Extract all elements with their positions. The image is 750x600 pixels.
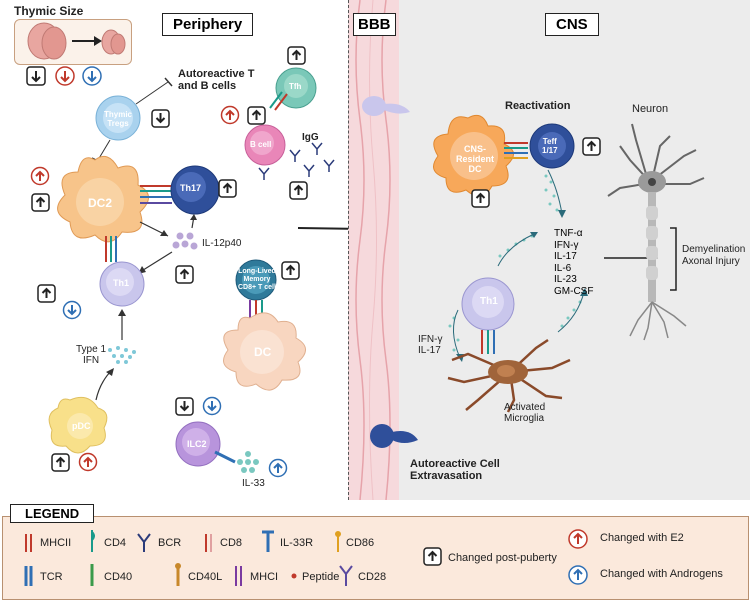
legend-cd40l: CD40L (188, 571, 223, 583)
th1-label: Th1 (113, 278, 130, 288)
thymus-shrinkage-icon (27, 22, 126, 60)
cytokine-item: IL-17 (554, 251, 577, 262)
tfh-label: Tfh (289, 82, 302, 91)
legend-cd28: CD28 (358, 571, 387, 583)
microglia-label: Activated Microglia (504, 402, 546, 424)
legend-cd40: CD40 (104, 571, 133, 583)
cytokine-item: IFN-γ (554, 239, 579, 251)
extravasation-label: Autoreactive Cell Extravasation (410, 458, 500, 482)
cytokine-item: IL-23 (554, 274, 577, 285)
legend-key-post-puberty: Changed post-puberty (448, 552, 557, 564)
cns-change-arrows (471, 137, 601, 208)
cns-title: CNS (545, 13, 599, 36)
ifn-il17-label: IFN-γ IL-17 (418, 334, 443, 356)
reactivation-label: Reactivation (505, 100, 571, 112)
thymic-tregs-label: Thymic Tregs (104, 110, 133, 128)
il33-label: IL-33 (242, 478, 265, 489)
th17-label: Th17 (180, 183, 202, 193)
autoreactive-label: Autoreactive T and B cells (178, 68, 255, 92)
igg-label: IgG (302, 132, 319, 143)
legend-icons (24, 529, 588, 586)
memory-cd8-label: Long-Lived Memory CD8+ T cell (238, 268, 276, 291)
bbb-vessel-wall (355, 0, 391, 500)
legend-cd4: CD4 (104, 537, 127, 549)
cytokine-item: TNF-α (554, 228, 583, 239)
bbb-title: BBB (353, 13, 396, 36)
legend-peptide: Peptide (302, 571, 340, 583)
cytokine-list: TNF-α IFN-γ IL-17 IL-6 IL-23 GM-CSF (554, 228, 593, 297)
legend-cd8: CD8 (220, 537, 243, 549)
legend-key-e2: Changed with E2 (600, 532, 684, 544)
teff-label: Teff 1/17 (542, 137, 558, 155)
periphery-diagram (48, 67, 348, 473)
cytokine-item: IL-6 (554, 262, 572, 274)
thymus-change-arrows (26, 66, 102, 86)
legend-cd86: CD86 (346, 537, 375, 549)
cytokine-item: GM-CSF (554, 285, 594, 297)
dc-label: DC (254, 345, 272, 359)
dc2-label: DC2 (88, 196, 113, 210)
cns-diagram (362, 96, 705, 448)
pdc-label: pDC (72, 421, 91, 431)
resident-dc-label: CNS- Resident DC (456, 144, 495, 174)
cns-th1-label: Th1 (480, 296, 498, 307)
ilc2-label: ILC2 (187, 439, 207, 449)
legend-title: LEGEND (10, 504, 95, 523)
legend-key-androgens: Changed with Androgens (600, 568, 723, 580)
cns-panel (399, 0, 750, 500)
b-cell-label: B cell (250, 140, 272, 149)
demyelination-label: Demyelination Axonal Injury (682, 244, 746, 267)
thymic-size-title: Thymic Size (14, 4, 84, 18)
il12p40-label: IL-12p40 (202, 238, 242, 249)
periphery-title: Periphery (162, 13, 254, 36)
neuron-label: Neuron (632, 103, 669, 115)
legend-tcr: TCR (40, 571, 63, 583)
legend-mhcii: MHCII (40, 537, 72, 549)
legend-il33r: IL-33R (280, 537, 314, 549)
legend-panel (2, 516, 749, 600)
legend-mhci: MHCI (250, 571, 279, 583)
legend-bcr: BCR (158, 537, 182, 549)
type1-ifn-label: Type 1 IFN (76, 344, 107, 366)
